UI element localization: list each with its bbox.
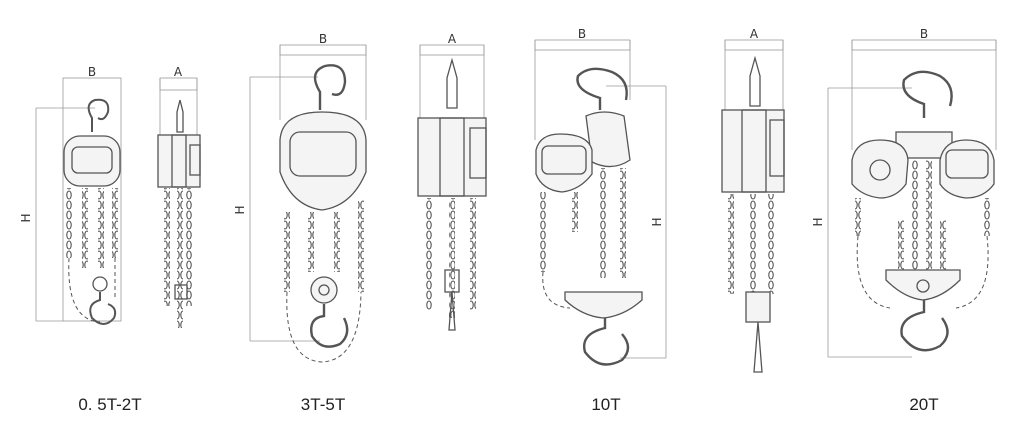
hoist-3t-5t-front xyxy=(249,44,367,363)
hoist-0-5t-2t-side xyxy=(157,77,201,328)
dim-label-h: H xyxy=(19,213,33,222)
dim-label-h: H xyxy=(811,217,825,226)
dim-label-a: A xyxy=(750,27,759,41)
caption-10t: 10T xyxy=(591,395,620,414)
dim-label-a: A xyxy=(448,32,457,46)
dim-label-h: H xyxy=(233,205,247,214)
hoist-0-5t-2t-front xyxy=(35,77,122,325)
caption-3t-5t: 3T-5T xyxy=(301,395,345,414)
dim-label-b: B xyxy=(578,27,586,41)
dim-label-b: B xyxy=(88,65,96,79)
dim-label-a: A xyxy=(174,65,183,79)
hoist-20t-front xyxy=(827,39,997,358)
dim-label-h: H xyxy=(650,217,664,226)
hoist-10t-front xyxy=(534,39,667,366)
hoist-10t-side xyxy=(721,39,785,373)
hoist-3t-5t-side xyxy=(417,44,487,331)
dim-label-b: B xyxy=(319,32,327,46)
caption-20t: 20T xyxy=(909,395,938,414)
caption-0-5t-2t: 0. 5T-2T xyxy=(78,395,141,414)
dim-label-b: B xyxy=(920,27,928,41)
